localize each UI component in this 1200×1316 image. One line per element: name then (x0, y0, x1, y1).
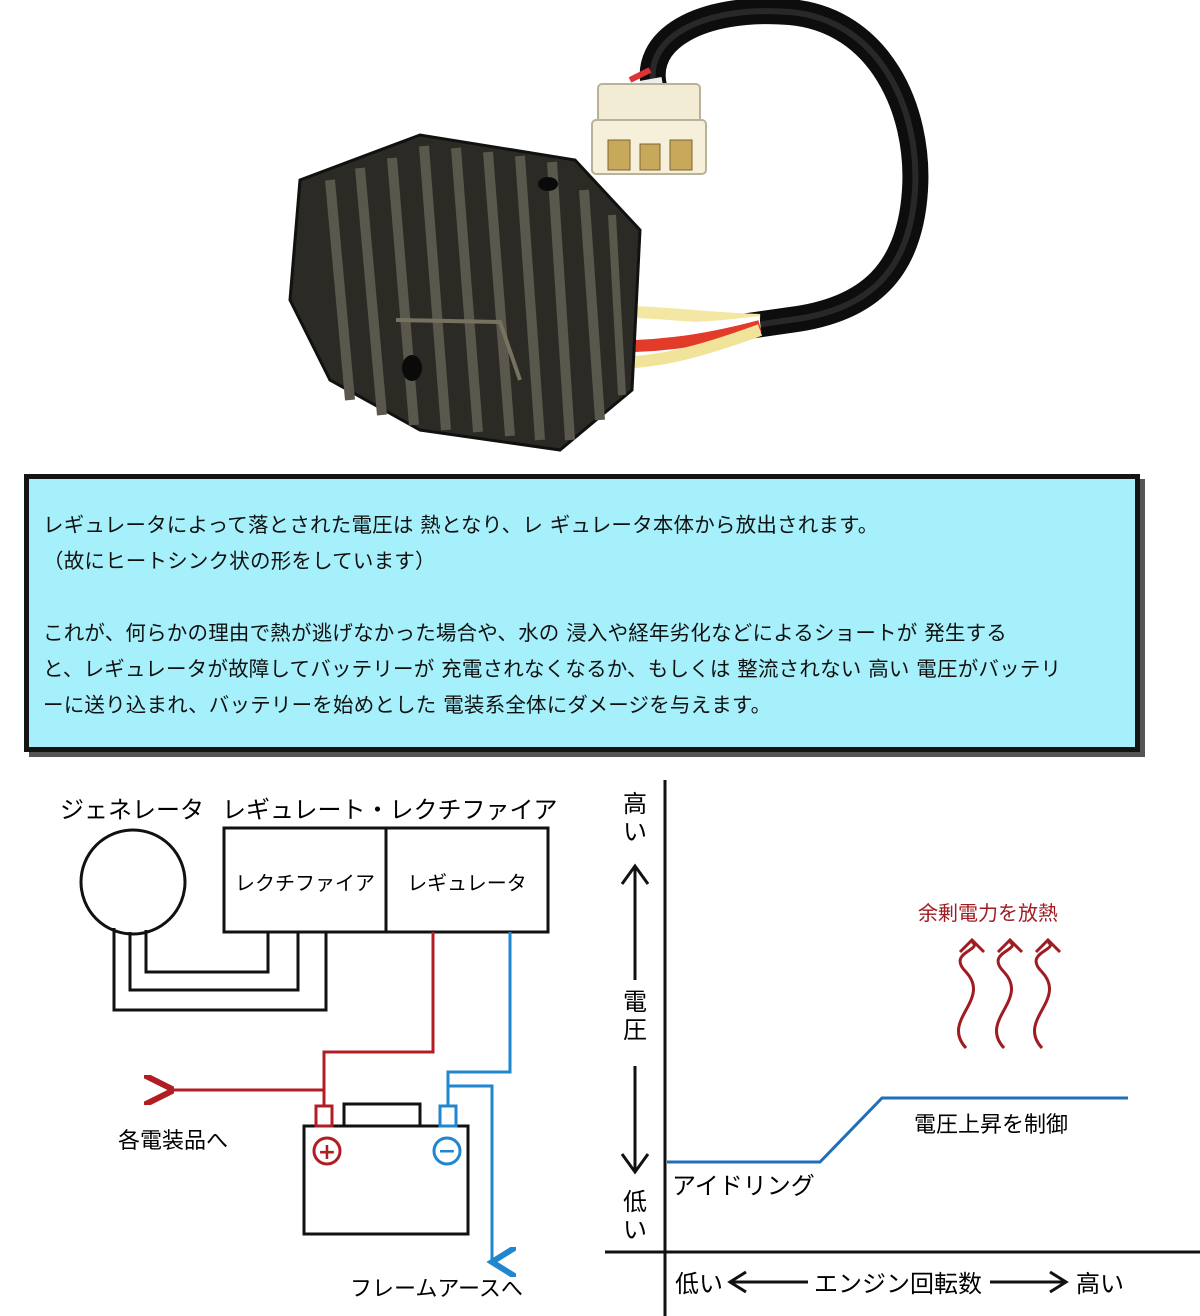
heat-arrows-icon (957, 937, 1062, 1050)
frame-label: フレームアースへ (350, 1277, 523, 1302)
x-high-label: 高い (1076, 1270, 1124, 1298)
x-low-label: 低い (675, 1270, 723, 1298)
info-line-4: と、レギュレータが故障してバッテリーが 充電されなくなるか、もしくは 整流されな… (43, 657, 1062, 681)
plus-symbol: + (318, 1140, 336, 1165)
circuit-diagram: ジェネレータ レギュレート・レクチファイア レクチファイア レギュレータ 各電装… (60, 796, 558, 1302)
x-left-arrow (727, 1270, 808, 1294)
minus-symbol: − (438, 1139, 456, 1164)
y-axis-label-1: 電 (623, 988, 647, 1016)
info-line-3: これが、何らかの理由で熱が逃げなかった場合や、水の 浸入や経年劣化などによるショ… (43, 621, 1007, 645)
battery: + − (302, 1102, 470, 1236)
x-axis-label: エンジン回転数 (814, 1270, 982, 1298)
generator-label: ジェネレータ (60, 796, 204, 824)
y-down-arrow (620, 1066, 650, 1175)
control-label: 電圧上昇を制御 (914, 1113, 1068, 1138)
y-axis-label-2: 圧 (623, 1016, 647, 1044)
idle-label: アイドリング (672, 1172, 815, 1200)
voltage-graph: 高 い 電 圧 低 い 低い エンジン回転数 高い アイドリング 電圧上昇を制御… (605, 780, 1200, 1316)
regulator-rectifier-photo (288, 0, 929, 452)
negative-wire (446, 932, 512, 1106)
generator-symbol (79, 828, 187, 936)
regulator-label: レギュレータ (407, 871, 527, 895)
voltage-line (667, 1096, 1128, 1164)
reg-rect-label: レギュレート・レクチファイア (222, 796, 558, 824)
info-line-5: ーに送り込まれ、バッテリーを始めとした 電装系全体にダメージを与えます。 (43, 693, 772, 717)
y-high-2: い (623, 818, 647, 846)
info-line-2: （故にヒートシンク状の形をしています） (43, 549, 436, 573)
x-right-arrow (990, 1270, 1069, 1294)
info-line-1: レギュレータによって落とされた電圧は 熱となり、レ ギュレータ本体から放出されま… (43, 513, 879, 537)
positive-terminal-icon (312, 1136, 342, 1166)
y-high-1: 高 (623, 790, 647, 818)
heat-label: 余剰電力を放熱 (918, 901, 1058, 925)
info-box: レギュレータによって落とされた電圧は 熱となり、レ ギュレータ本体から放出されま… (24, 474, 1140, 752)
y-up-arrow (620, 863, 650, 980)
connector (591, 83, 707, 175)
diagrams: ジェネレータ レギュレート・レクチファイア レクチファイア レギュレータ 各電装… (60, 780, 1200, 1316)
heatsink (288, 133, 642, 452)
y-low-2: い (623, 1216, 647, 1244)
y-low-1: 低 (623, 1188, 647, 1216)
accessories-label: 各電装品へ (118, 1129, 228, 1154)
positive-wire (322, 932, 435, 1106)
frame-ground-wire (448, 1084, 492, 1262)
rectifier-label: レクチファイア (235, 871, 375, 895)
negative-terminal-icon (432, 1136, 462, 1166)
